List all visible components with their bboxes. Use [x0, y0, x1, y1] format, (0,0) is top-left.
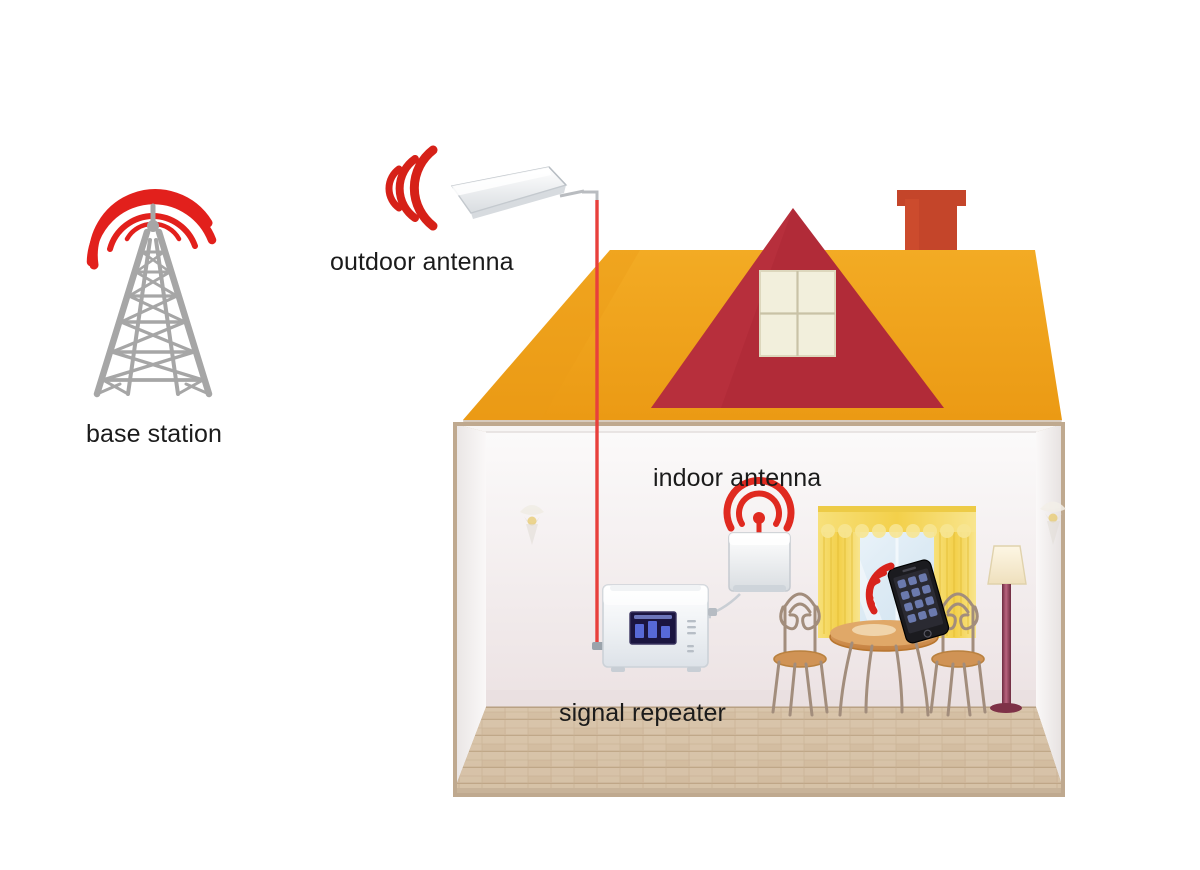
cable-connector [592, 642, 604, 650]
dormer-window [759, 270, 836, 357]
repeater-indicators [687, 620, 696, 653]
outdoor-antenna-icon [450, 166, 568, 219]
signal-repeater-device [602, 584, 717, 672]
outdoor-antenna-group [385, 145, 599, 262]
wall-sconce-left-icon [520, 505, 544, 545]
antenna-mast [559, 189, 599, 262]
cell-tower-icon [93, 203, 213, 398]
outdoor-antenna-signal-waves-icon [385, 145, 438, 231]
phone-signal-waves-icon [865, 562, 895, 615]
smartphone [887, 559, 950, 644]
indoor-antenna-icon [728, 532, 791, 592]
chair-left [771, 592, 829, 717]
lamp-shade [987, 545, 1027, 585]
label-indoor-antenna: indoor antenna [653, 464, 822, 492]
dormer-gable [651, 208, 944, 408]
label-signal-repeater: signal repeater [559, 699, 726, 727]
window-with-curtains [818, 506, 976, 638]
indoor-antenna-group [690, 477, 795, 621]
floor-lamp [987, 545, 1027, 713]
curtain-valance [818, 506, 976, 538]
lamp-pole [1002, 584, 1011, 706]
indoor-antenna-signal-waves-icon [723, 477, 795, 535]
base-station-group [86, 189, 217, 398]
wall-sconce-right-icon [1040, 501, 1066, 545]
left-wall [455, 424, 486, 788]
label-outdoor-antenna: outdoor antenna [330, 248, 514, 276]
label-base-station: base station [86, 420, 223, 448]
